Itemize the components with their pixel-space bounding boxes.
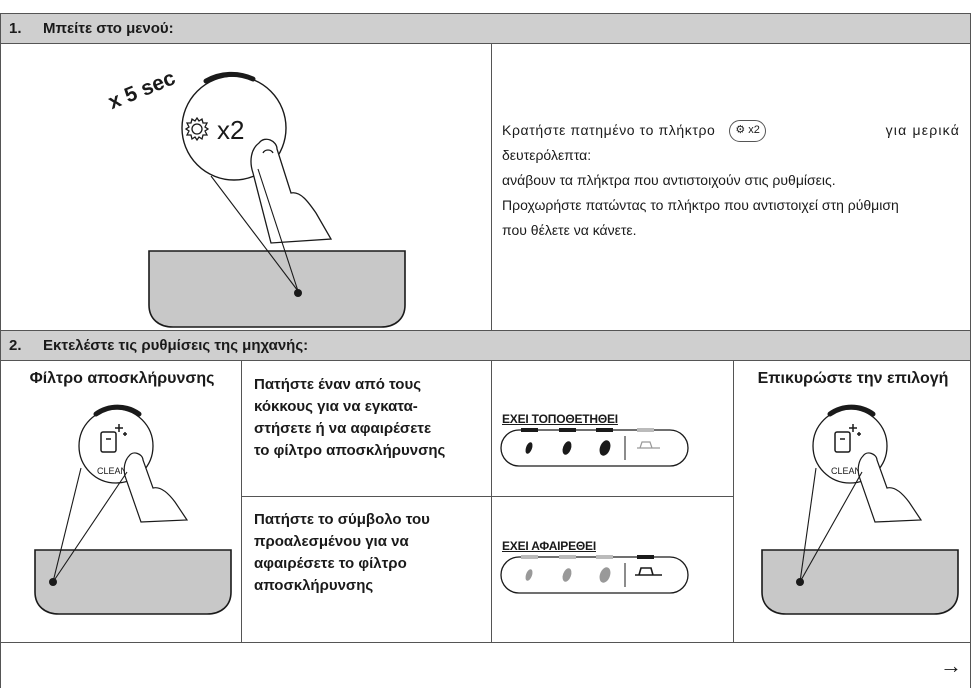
- bean-icon: [599, 567, 611, 583]
- section-1-number: 1.: [9, 20, 22, 37]
- instruction-line-5: που θέλετε να κάνετε.: [502, 222, 637, 238]
- row-2-instruction: Πατήστε το σύμβολο του προαλεσμένου για …: [241, 496, 492, 643]
- press-and-hold-illustration: x 5 sec x2: [105, 66, 406, 328]
- section-1-title: Μπείτε στο μενού:: [43, 20, 174, 37]
- bean-icon: [562, 568, 572, 582]
- confirm-clean-illustration: CLEAN: [761, 404, 959, 615]
- instruction-line-4: Προχωρήστε πατώντας το πλήκτρο που αντισ…: [502, 197, 899, 213]
- removed-label: ΕΧΕΙ ΑΦΑΙΡΕΘΕΙ: [502, 539, 596, 553]
- filter-icon: [100, 424, 127, 453]
- row-2-panel-cell: ΕΧΕΙ ΑΦΑΙΡΕΘΕΙ: [491, 496, 734, 643]
- instruction-line-2: δευτερόλεπτα:: [502, 147, 592, 163]
- hand-icon: [857, 452, 923, 523]
- bean-icon: [525, 569, 533, 581]
- section-1-instructions: Κρατήστε πατημένο το πλήκτρο ⚙ x2 για με…: [491, 43, 971, 331]
- duration-label: x 5 sec: [105, 66, 179, 114]
- footer-row: →: [0, 642, 971, 688]
- section-2-number: 2.: [9, 337, 22, 354]
- x2-label: x2: [217, 115, 244, 145]
- instruction-line-3: ανάβουν τα πλήκτρα που αντιστοιχούν στις…: [502, 172, 836, 188]
- installed-panel: [500, 428, 689, 467]
- arrow-right-icon[interactable]: →: [940, 653, 962, 678]
- bean-icon: [562, 441, 572, 455]
- installed-label: ΕΧΕΙ ΤΟΠΟΘΕΤΗΘΕΙ: [502, 412, 618, 426]
- ground-coffee-icon: [637, 441, 660, 449]
- clean-label: CLEAN: [97, 466, 127, 476]
- clean-label: CLEAN: [831, 466, 861, 476]
- ground-coffee-icon: [635, 567, 662, 576]
- bean-icon: [525, 442, 533, 454]
- row-1-instruction: Πατήστε έναν από τους κόκκους για να εγκ…: [241, 360, 492, 497]
- filter-icon: [834, 424, 861, 453]
- confirm-column: Επικυρώστε την επιλογή CLEAN: [733, 360, 971, 643]
- section-2-title: Εκτελέστε τις ρυθμίσεις της μηχανής:: [43, 337, 309, 354]
- removed-panel: [500, 555, 689, 594]
- inline-x2-button: ⚙ x2: [729, 119, 766, 142]
- clean-button-illustration: CLEAN: [34, 404, 232, 615]
- confirm-caption: Επικυρώστε την επιλογή: [757, 370, 949, 387]
- section-1-header: 1. Μπείτε στο μενού:: [0, 13, 971, 44]
- filter-caption: Φίλτρο αποσκλήρυνσης: [29, 370, 215, 387]
- gear-icon: ⚙: [735, 124, 746, 136]
- hand-icon: [123, 452, 189, 523]
- hand-icon: [250, 138, 333, 244]
- section-2-header: 2. Εκτελέστε τις ρυθμίσεις της μηχανής:: [0, 330, 971, 361]
- section-1-illustration-cell: x 5 sec x2: [0, 43, 492, 331]
- row-1-panel-cell: ΕΧΕΙ ΤΟΠΟΘΕΤΗΘΕΙ: [491, 360, 734, 497]
- bean-icon: [599, 440, 611, 456]
- gear-icon: [184, 116, 210, 142]
- filter-column: Φίλτρο αποσκλήρυνσης CLEAN: [0, 360, 242, 643]
- instruction-line-1: Κρατήστε πατημένο το πλήκτρο ⚙ x2 για με…: [502, 118, 960, 143]
